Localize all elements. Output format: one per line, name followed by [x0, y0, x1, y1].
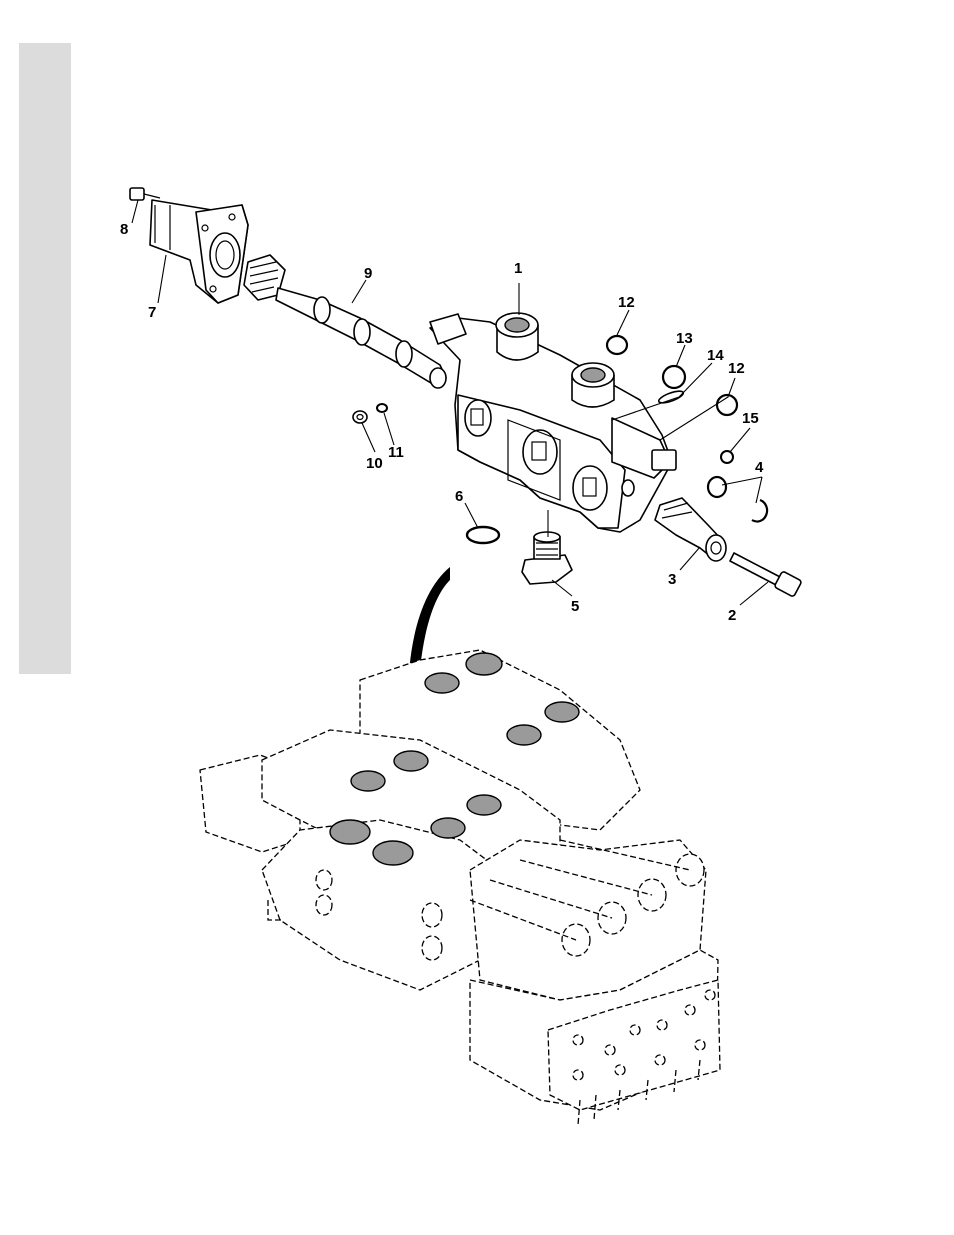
callout-12-lower: 12 [728, 360, 745, 377]
callout-15: 15 [742, 410, 759, 427]
o-ring-15 [721, 451, 733, 463]
callout-11: 11 [388, 444, 404, 461]
o-ring-6 [467, 527, 499, 543]
bolt-2 [730, 553, 802, 597]
cap-screw-8 [130, 188, 160, 200]
callout-3: 3 [668, 571, 676, 588]
callout-9: 9 [364, 265, 372, 282]
o-ring-13 [663, 366, 685, 388]
callout-7: 7 [148, 304, 156, 321]
spacer-rings-4 [708, 477, 767, 522]
control-valve-assembly [200, 650, 720, 1125]
plug-5 [522, 532, 572, 584]
callout-14: 14 [707, 347, 724, 364]
washer-10 [353, 411, 367, 423]
callout-6: 6 [455, 488, 463, 505]
callout-10: 10 [366, 455, 383, 472]
callout-1: 1 [514, 260, 522, 277]
o-ring-11 [377, 404, 387, 412]
o-ring-12-upper [607, 336, 627, 354]
spring-cap-3 [655, 498, 726, 561]
callout-2: 2 [728, 607, 736, 624]
callout-4: 4 [755, 459, 764, 476]
callout-5: 5 [571, 598, 579, 615]
callout-8: 8 [120, 221, 128, 238]
spool [244, 255, 446, 388]
valve-section-body [430, 313, 676, 532]
callout-12-upper: 12 [618, 294, 635, 311]
callout-13: 13 [676, 330, 693, 347]
end-cap-housing [150, 200, 248, 303]
